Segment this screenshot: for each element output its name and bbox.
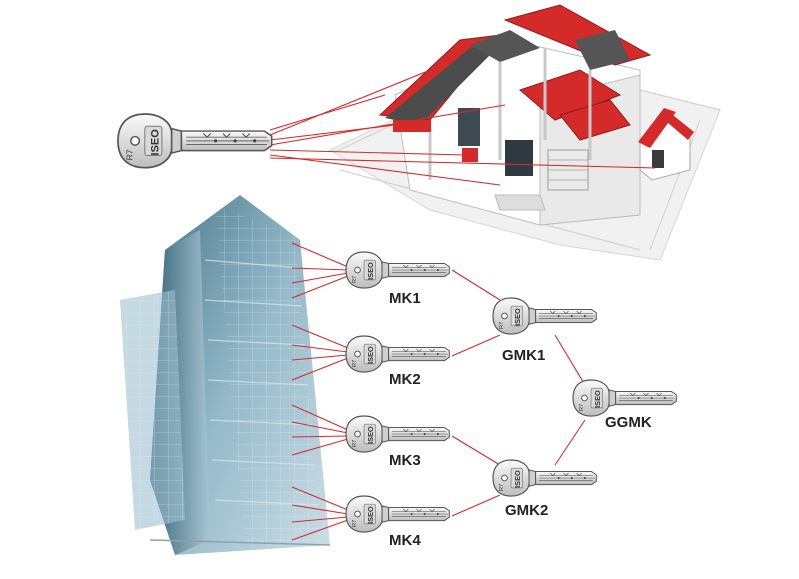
mk1-label: MK1 bbox=[389, 290, 421, 307]
house-illustration bbox=[328, 4, 721, 261]
house-link bbox=[269, 94, 386, 131]
building-link bbox=[291, 519, 349, 541]
mk2-label: MK2 bbox=[389, 371, 421, 388]
ggmk-key bbox=[572, 379, 677, 417]
building-link bbox=[291, 357, 349, 381]
building-link bbox=[291, 354, 349, 361]
building-link bbox=[291, 275, 349, 299]
mk2-key bbox=[345, 335, 450, 373]
building-link bbox=[291, 404, 349, 431]
hierarchy-link-mk1-gmk1 bbox=[451, 269, 501, 301]
house-link bbox=[269, 104, 506, 146]
hierarchy-link-gmk1-ggmk bbox=[554, 334, 586, 386]
hierarchy-link-mk2-gmk1 bbox=[451, 334, 501, 357]
mk3-label: MK3 bbox=[389, 452, 421, 469]
building-link bbox=[291, 486, 349, 511]
house-link bbox=[269, 154, 501, 186]
hierarchy-link-mk4-gmk2 bbox=[451, 494, 501, 517]
house-link bbox=[269, 149, 466, 156]
hierarchy-link-mk3-gmk2 bbox=[451, 435, 501, 466]
gmk2-key bbox=[492, 459, 597, 497]
mk4-label: MK4 bbox=[389, 532, 421, 549]
building-link bbox=[291, 272, 349, 284]
building-link bbox=[291, 344, 349, 353]
office-tower-illustration bbox=[120, 195, 331, 555]
connector-lines bbox=[269, 59, 656, 541]
house-key bbox=[117, 113, 273, 169]
gmk1-key bbox=[492, 297, 597, 335]
building-link bbox=[291, 435, 349, 438]
building-link bbox=[291, 438, 349, 456]
building-link bbox=[291, 421, 349, 434]
building-link bbox=[291, 504, 349, 515]
ggmk-label: GGMK bbox=[605, 414, 652, 431]
gmk1-label: GMK1 bbox=[502, 347, 545, 364]
mk4-key bbox=[345, 495, 450, 533]
house-link bbox=[269, 157, 656, 169]
gmk2-label: GMK2 bbox=[505, 502, 548, 519]
building-link bbox=[291, 324, 349, 349]
mk1-key bbox=[345, 251, 450, 289]
mk3-key bbox=[345, 415, 450, 453]
house-link bbox=[269, 59, 456, 136]
building-link bbox=[291, 267, 349, 271]
building-link bbox=[291, 242, 349, 268]
hierarchy-link-gmk2-ggmk bbox=[554, 419, 586, 466]
building-link bbox=[291, 516, 349, 523]
